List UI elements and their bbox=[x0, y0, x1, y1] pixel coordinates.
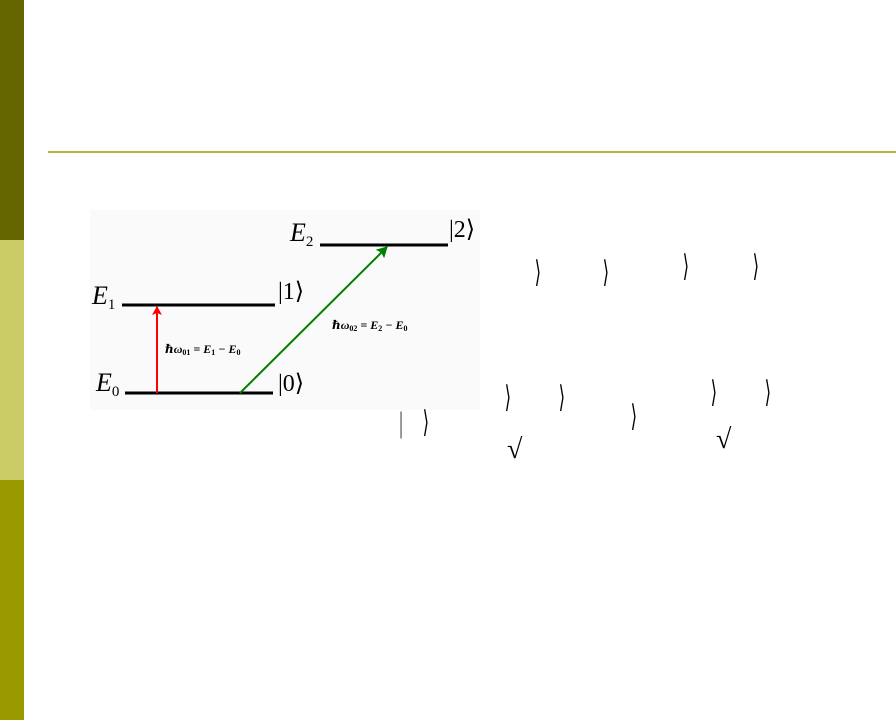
ket-label-1: |1⟩ bbox=[278, 279, 305, 305]
bracket-fragment: ⟩ bbox=[630, 400, 638, 433]
bracket-fragment: ⟩ bbox=[602, 256, 610, 289]
ket-label-2: |2⟩ bbox=[449, 217, 476, 243]
ket-label-0: |0⟩ bbox=[278, 371, 305, 397]
level-label-e1: E1 bbox=[92, 281, 116, 313]
bracket-fragment: ⟩ bbox=[682, 250, 690, 283]
transition-label-01: ℏω01 = E1 − E0 bbox=[165, 342, 241, 357]
check-mark-icon: √ bbox=[716, 424, 732, 455]
level-label-e0: E0 bbox=[96, 368, 120, 400]
bar-fragment: | bbox=[399, 406, 403, 439]
sidebar-block-bottom bbox=[0, 480, 24, 720]
transition-label-02: ℏω02 = E2 − E0 bbox=[332, 318, 408, 333]
bracket-fragment: ⟩ bbox=[752, 250, 760, 283]
bracket-fragment: ⟩ bbox=[710, 376, 718, 409]
title-underline-rule bbox=[48, 151, 896, 153]
bracket-fragment: ⟩ bbox=[764, 376, 772, 409]
check-mark-icon: √ bbox=[507, 434, 523, 465]
bracket-fragment: ⟩ bbox=[422, 406, 430, 439]
transition-arrow-02 bbox=[239, 246, 388, 394]
bracket-fragment: ⟩ bbox=[534, 256, 542, 289]
sidebar-block-top bbox=[0, 0, 24, 240]
level-label-e2: E2 bbox=[290, 218, 314, 250]
bracket-fragment: ⟩ bbox=[504, 381, 512, 414]
sidebar-block-middle bbox=[0, 240, 24, 480]
bracket-fragment: ⟩ bbox=[558, 381, 566, 414]
